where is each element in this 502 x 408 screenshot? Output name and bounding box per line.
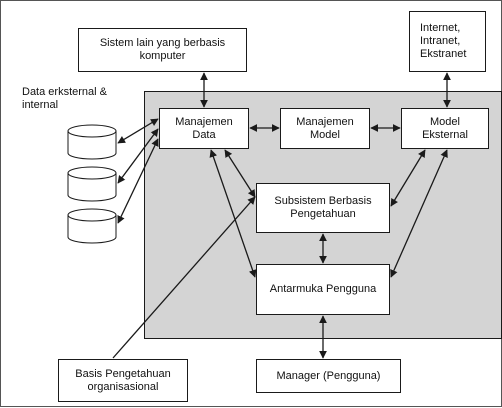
database-cylinder <box>67 166 117 202</box>
internet-line-1: Internet, <box>420 22 461 34</box>
subsistem-line-1: Subsistem Berbasis <box>274 195 372 207</box>
manajemen-data-line-2: Data <box>192 128 216 141</box>
basis-pengetahuan-line-2: organisasional <box>87 380 159 393</box>
sistem-lain-box: Sistem lain yang berbasis komputer <box>78 28 247 72</box>
antarmuka-line-1: Antarmuka Pengguna <box>269 283 377 295</box>
sistem-lain-line-1: Sistem lain yang berbasis <box>99 37 226 49</box>
database-cylinder <box>67 208 117 244</box>
manager-line-1: Manager (Pengguna) <box>276 369 381 382</box>
external-data-label-line-1: Data erksternal & <box>22 86 107 98</box>
internet-line-3: Ekstranet <box>420 48 467 60</box>
manajemen-data-line-1: Manajemen <box>175 115 233 128</box>
model-eksternal-box: Model Eksternal <box>401 108 489 149</box>
internet-line-2: Intranet, <box>420 35 461 47</box>
basis-pengetahuan-box: Basis Pengetahuan organisasional <box>58 359 188 402</box>
subsistem-line-2: Pengetahuan <box>290 208 356 220</box>
external-data-label: Data erksternal & internal <box>22 86 107 112</box>
manajemen-model-line-2: Model <box>310 128 340 141</box>
database-cylinder <box>67 124 117 160</box>
external-data-label-line-2: internal <box>22 99 59 111</box>
antarmuka-box: Antarmuka Pengguna <box>256 264 390 315</box>
manajemen-model-box: Manajemen Model <box>280 108 370 149</box>
model-eksternal-line-2: Eksternal <box>422 128 468 141</box>
sistem-lain-line-2: komputer <box>139 50 186 62</box>
manager-box: Manager (Pengguna) <box>256 359 401 393</box>
manajemen-model-line-1: Manajemen <box>296 115 354 128</box>
subsistem-box: Subsistem Berbasis Pengetahuan <box>256 183 390 233</box>
basis-pengetahuan-line-1: Basis Pengetahuan <box>75 367 171 380</box>
internet-box: Internet, Intranet, Ekstranet <box>409 11 486 72</box>
model-eksternal-line-1: Model <box>430 115 460 128</box>
manajemen-data-box: Manajemen Data <box>159 108 249 149</box>
